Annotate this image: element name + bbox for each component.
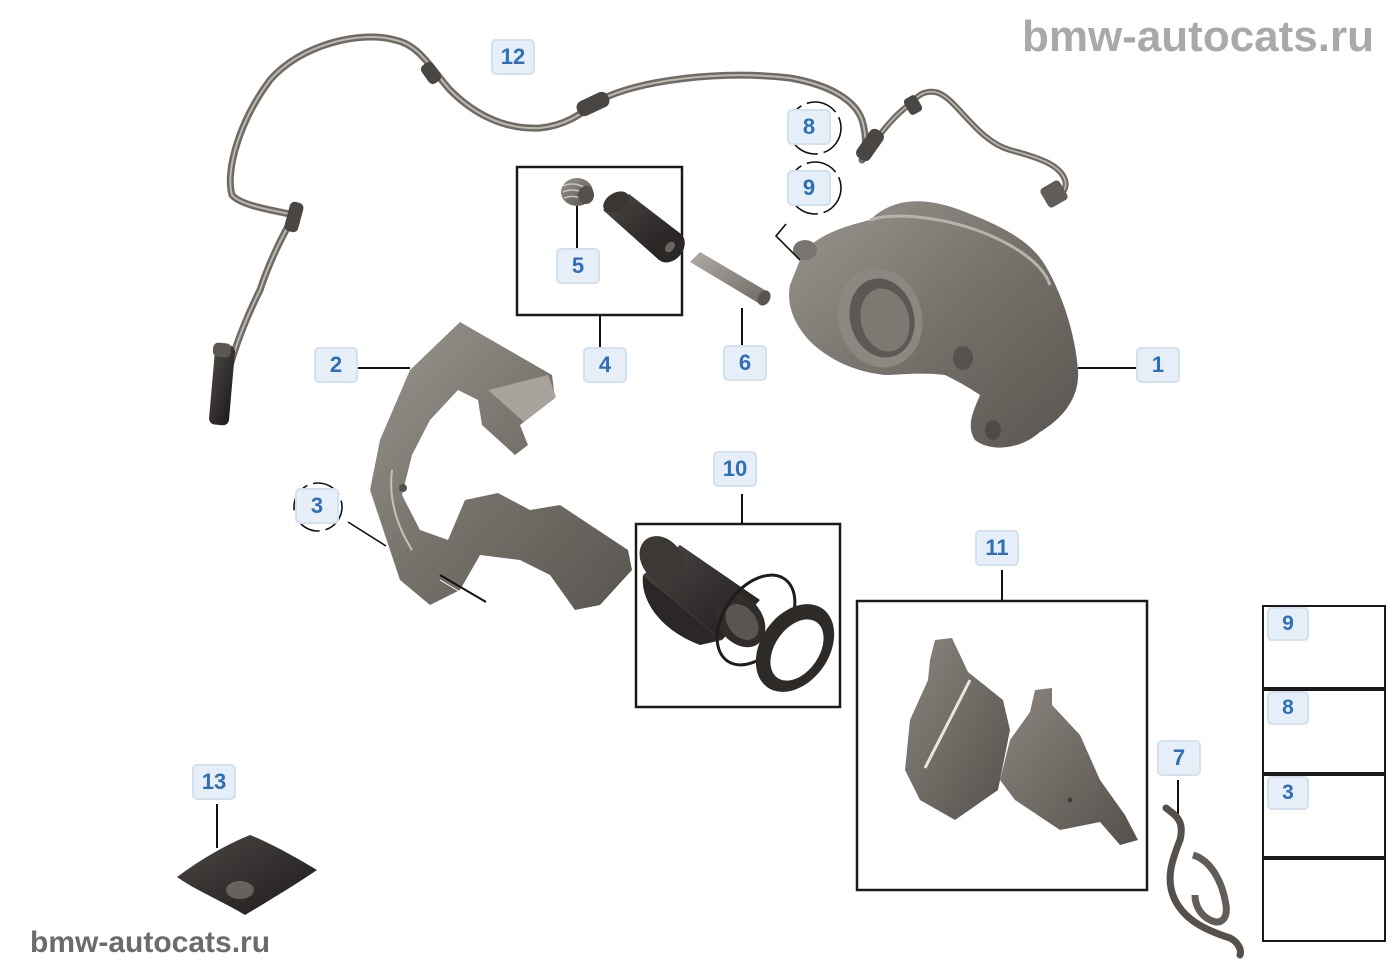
watermark-bottom: bmw-autocats.ru [30, 926, 271, 959]
part-10-piston-kit [634, 494, 842, 709]
part-7-spring-clip [1162, 780, 1244, 959]
part-1-caliper-housing [774, 201, 1136, 448]
part-11-brake-pad-set [855, 570, 1149, 892]
part-12-wear-sensor-cable [209, 33, 1069, 426]
part-5-bush [561, 178, 594, 206]
part-13-grease-sachet [177, 804, 317, 915]
legend-box-3 [1262, 774, 1386, 858]
callout-1[interactable]: 1 [1136, 347, 1180, 383]
callout-9[interactable]: 9 [787, 170, 831, 206]
watermark-top: bmw-autocats.ru [1021, 12, 1374, 61]
callout-3[interactable]: 3 [295, 488, 339, 524]
part-4-rubber-sleeve [603, 191, 685, 263]
callout-12[interactable]: 12 [491, 39, 535, 75]
callout-5[interactable]: 5 [556, 248, 600, 284]
callout-6[interactable]: 6 [723, 345, 767, 381]
callout-13[interactable]: 13 [192, 764, 236, 800]
callout-7[interactable]: 7 [1157, 740, 1201, 776]
callout-4[interactable]: 4 [583, 347, 627, 383]
legend-box-orientation [1262, 858, 1386, 942]
callout-2[interactable]: 2 [314, 347, 358, 383]
legend-callout-3[interactable]: 3 [1267, 776, 1309, 810]
callout-11[interactable]: 11 [975, 530, 1019, 566]
part-4-guide-sleeve-kit [515, 165, 685, 348]
legend-callout-8[interactable]: 8 [1267, 691, 1309, 725]
callout-8[interactable]: 8 [787, 109, 831, 145]
part-6-guide-pin [690, 252, 771, 348]
callout-10[interactable]: 10 [713, 451, 757, 487]
legend-callout-9[interactable]: 9 [1267, 607, 1309, 641]
